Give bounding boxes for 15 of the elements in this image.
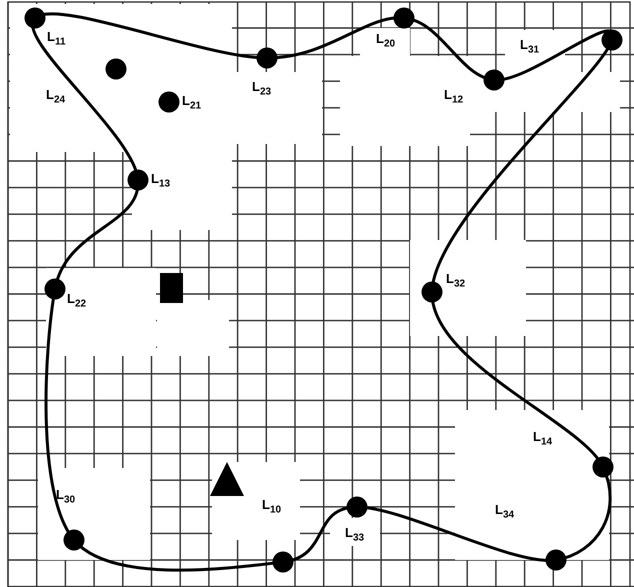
point-label: L$_{20}$ <box>376 32 396 52</box>
point-label: L$_{22}$ <box>67 292 86 312</box>
point-label: L$_{31}$ <box>520 38 540 58</box>
point-label: L$_{21}$ <box>182 94 202 114</box>
point-label: L$_{24}$ <box>46 88 66 108</box>
point-label: L$_{10}$ <box>262 498 282 518</box>
point-label: L$_{30}$ <box>56 488 76 508</box>
point-label: L$_{23}$ <box>252 80 272 100</box>
point-label: L$_{14}$ <box>533 430 552 450</box>
point-label: L$_{11}$ <box>47 30 66 50</box>
point-label: L$_{34}$ <box>495 503 514 523</box>
point-label: L$_{33}$ <box>345 526 364 546</box>
point-label: L$_{13}$ <box>151 172 170 192</box>
point-label: L$_{12}$ <box>444 88 464 108</box>
point-label: L$_{32}$ <box>446 272 466 292</box>
